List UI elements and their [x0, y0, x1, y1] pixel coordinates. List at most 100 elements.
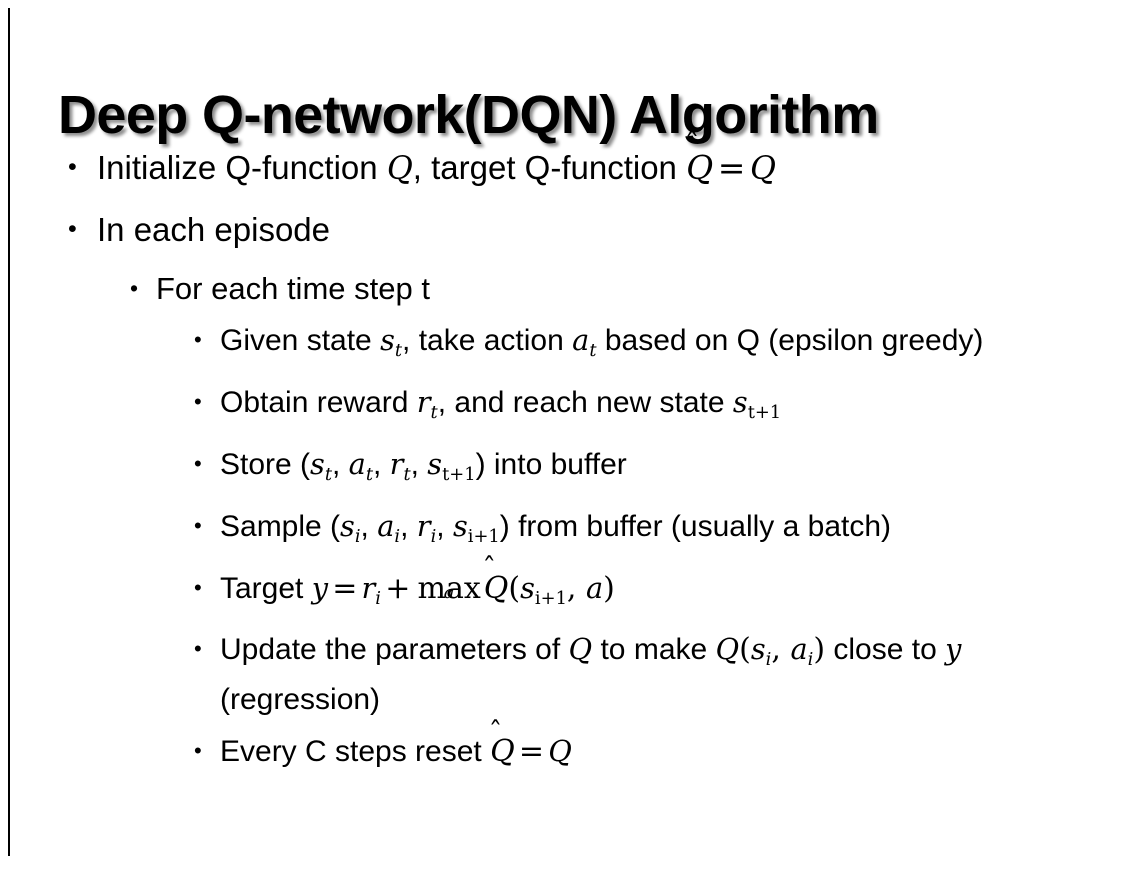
math-subscript: i	[765, 649, 772, 671]
math-operator-plus: +	[385, 570, 411, 606]
text-segment: ,	[436, 509, 453, 543]
text-segment: Obtain reward	[220, 385, 417, 419]
bullet-marker-icon: •	[194, 512, 202, 538]
math-subscript: t	[394, 339, 403, 361]
text-segment: Given state	[220, 324, 381, 357]
math-symbol-a-base: a	[348, 446, 366, 481]
math-symbol-a: at	[572, 323, 596, 361]
math-paren-open: (	[739, 632, 751, 668]
text-segment: In each episode	[97, 211, 331, 248]
text-segment: ) into buffer	[475, 447, 627, 481]
list-item: • Target y=ri+maxâQ(si+1, a)	[0, 568, 1124, 619]
math-symbol-r: ri	[361, 570, 382, 609]
text-segment: based on Q (epsilon greedy)	[596, 324, 984, 357]
text-segment: ,	[360, 509, 378, 543]
math-subscript: t	[589, 339, 597, 361]
math-symbol-q: Q	[548, 734, 572, 769]
math-symbol-q: Q	[386, 151, 413, 187]
bullet-marker-icon: •	[194, 450, 202, 476]
math-subscript: t	[365, 463, 373, 485]
bullet-list: • Initialize Q-function Q, target Q-func…	[0, 146, 1124, 783]
math-symbol-r: rt	[389, 446, 411, 485]
list-item: • Given state st, take action at based o…	[0, 320, 1124, 371]
math-symbol-q-base: Q	[490, 734, 515, 770]
math-symbol-s: st	[310, 447, 332, 485]
text-segment: For each time step t	[156, 271, 430, 306]
math-subscript: t+1	[747, 401, 782, 423]
math-paren-open: (	[508, 570, 521, 606]
math-symbol-y: y	[945, 632, 962, 667]
math-symbol-q-base: Q	[686, 148, 714, 187]
math-symbol-a-base: a	[377, 508, 395, 543]
math-symbol-a-base: a	[572, 323, 590, 357]
math-symbol-q-hat: ̂Q	[484, 569, 509, 609]
math-symbol-s-base: s	[750, 632, 766, 667]
text-segment: ,	[410, 447, 428, 481]
math-operator-equals: =	[518, 734, 545, 770]
max-label: max	[417, 570, 481, 606]
math-symbol-q: Q	[715, 632, 740, 667]
max-limit-variable: a	[443, 582, 455, 604]
math-symbol-r-base: r	[389, 446, 404, 481]
math-symbol-s-base: s	[452, 508, 468, 543]
math-symbol-a: ai	[790, 632, 813, 670]
math-symbol-s: st+1	[732, 384, 781, 423]
list-item-text: For each time step t	[156, 268, 1124, 309]
text-segment: ,	[400, 509, 417, 543]
math-subscript: i+1	[534, 587, 567, 609]
math-symbol-a: a	[586, 570, 604, 605]
math-subscript: i	[807, 649, 814, 671]
text-segment: ,	[331, 447, 349, 481]
list-item-text: Sample (si, ai, ri, si+1) from buffer (u…	[220, 506, 1094, 557]
page-title: Deep Q-network(DQN) Algorithm	[58, 85, 879, 146]
math-symbol-r: ri	[417, 509, 437, 547]
math-symbol-a: ai	[377, 508, 400, 547]
math-subscript: i	[354, 525, 361, 547]
math-subscript: i	[430, 525, 437, 547]
math-symbol-q: Q	[750, 151, 776, 187]
text-segment: Update the parameters of	[220, 633, 569, 667]
math-subscript: t	[430, 401, 438, 423]
math-comma: ,	[566, 570, 586, 606]
math-paren-close: )	[813, 632, 826, 668]
math-symbol-s: st	[380, 323, 402, 361]
math-symbol-s-base: s	[340, 508, 355, 543]
math-subscript: t	[403, 463, 411, 485]
math-symbol-a-base: a	[790, 632, 808, 667]
bullet-marker-icon: •	[130, 275, 139, 301]
math-subscript: t+1	[442, 463, 476, 485]
text-segment: ,	[373, 447, 390, 481]
bullet-marker-icon: •	[194, 574, 202, 600]
math-comma: ,	[771, 632, 791, 668]
math-paren-close: )	[603, 570, 615, 606]
math-subscript: i	[375, 587, 382, 609]
list-item-text: Obtain reward rt, and reach new state st…	[220, 382, 1094, 433]
list-item: • Obtain reward rt, and reach new state …	[0, 382, 1124, 433]
math-symbol-s: si	[750, 632, 772, 670]
list-item-text: Every C steps reset ̂Q=Q	[220, 731, 1094, 772]
math-symbol-r-base: r	[361, 570, 376, 605]
text-segment: Store (	[220, 447, 311, 481]
math-operator-equals: =	[717, 148, 746, 187]
math-symbol-s-base: s	[732, 384, 748, 419]
bullet-marker-icon: •	[194, 636, 202, 662]
list-item-text: In each episode	[97, 208, 1124, 251]
math-symbol-q-base: Q	[483, 570, 509, 606]
math-symbol-a: at	[348, 446, 373, 485]
math-symbol-s: si+1	[520, 571, 567, 609]
list-item: • Store (st, at, rt, st+1) into buffer	[0, 444, 1124, 495]
bullet-marker-icon: •	[194, 388, 202, 414]
math-symbol-y: y	[311, 570, 328, 605]
list-item: • In each episode	[0, 208, 1124, 251]
text-segment: Sample (	[220, 509, 341, 543]
math-subscript: i+1	[467, 525, 500, 547]
text-segment: Target	[220, 571, 312, 605]
math-symbol-q-hat: ̂Q	[490, 732, 515, 772]
math-operator-equals: =	[332, 570, 358, 606]
math-symbol-s: si+1	[452, 508, 500, 547]
list-item: • Every C steps reset ̂Q=Q	[0, 731, 1124, 772]
text-segment: Initialize Q-function	[97, 149, 387, 186]
text-segment: (regression)	[220, 683, 381, 717]
